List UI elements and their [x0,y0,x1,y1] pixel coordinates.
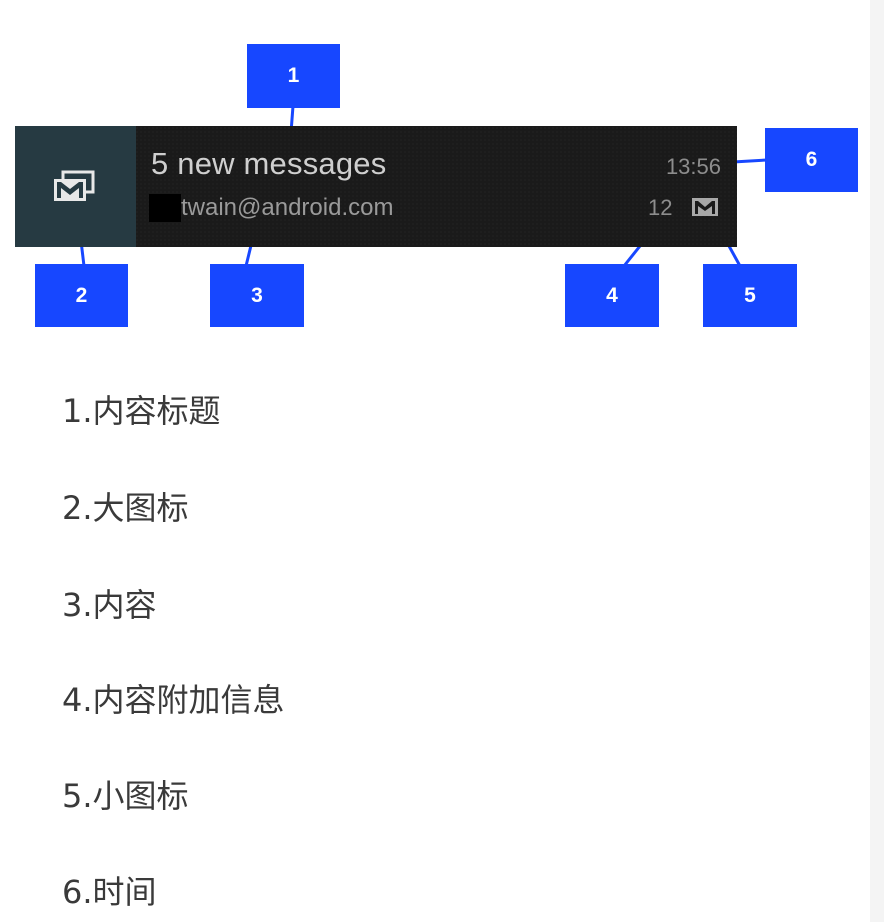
gmail-stack-icon [54,170,95,201]
callout-5: 5 [703,264,797,327]
content-info: 12 [648,195,673,220]
content-text-row: twain@android.com [149,194,393,222]
legend-item-1: 1.内容标题 [62,392,221,430]
legend-item-2: 2.大图标 [62,489,189,527]
legend-item-3: 3.内容 [62,586,157,624]
legend-item-6: 6.时间 [62,873,157,911]
callout-3: 3 [210,264,304,327]
callout-6: 6 [765,128,858,192]
page-edge-strip [870,0,884,922]
callout-2: 2 [35,264,128,327]
content-title: 5 new messages [151,146,387,181]
legend-item-5: 5.小图标 [62,777,189,815]
notification-card[interactable]: 5 new messages twain@android.com 13:56 1… [15,126,737,247]
timestamp: 13:56 [665,154,721,179]
large-icon-tile [15,126,136,247]
content-text: twain@android.com [181,194,394,221]
callout-4: 4 [565,264,659,327]
mail-envelope-icon [692,198,718,216]
redaction-bar [149,194,181,222]
legend-item-4: 4.内容附加信息 [62,681,285,719]
callout-1: 1 [247,44,340,108]
